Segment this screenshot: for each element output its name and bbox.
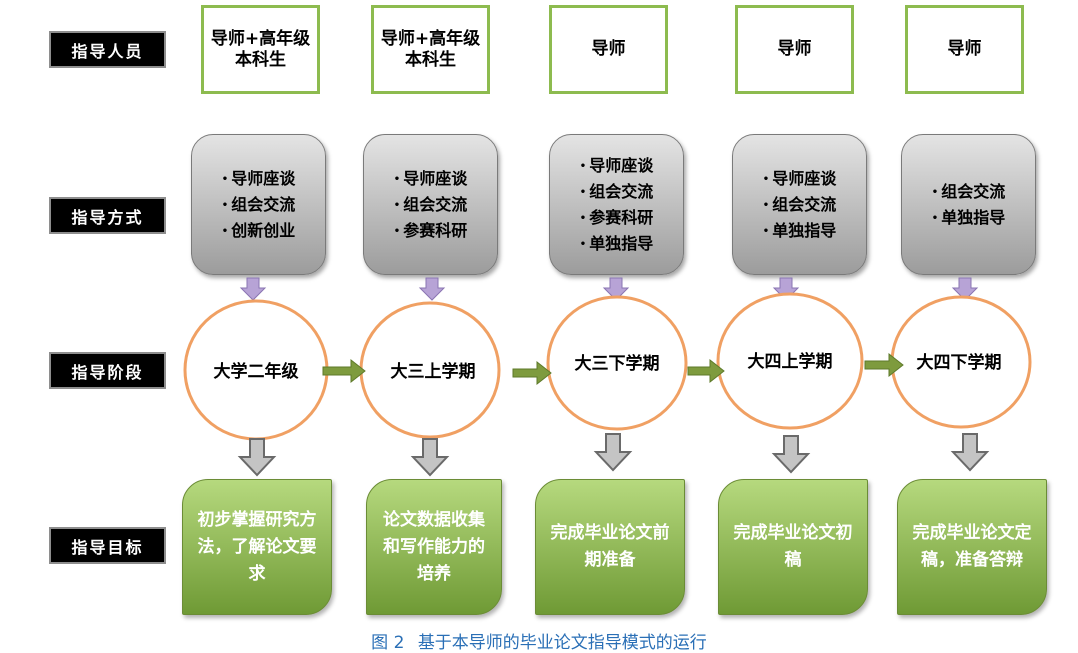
method-box: 组会交流 单独指导 xyxy=(901,134,1036,275)
method-item: 单独指导 xyxy=(580,231,653,257)
method-item: 单独指导 xyxy=(932,205,1005,231)
method-item: 参赛科研 xyxy=(394,218,467,244)
method-item: 参赛科研 xyxy=(580,205,653,231)
method-item: 组会交流 xyxy=(932,179,1005,205)
stage-label: 大三上学期 xyxy=(391,361,476,382)
method-item: 组会交流 xyxy=(222,192,295,218)
stage-label: 大四下学期 xyxy=(917,352,1002,373)
link-arrow xyxy=(864,352,904,378)
stage-label: 大学二年级 xyxy=(214,361,299,382)
row-label-stage: 指导阶段 xyxy=(49,352,166,389)
down-arrow-grey xyxy=(237,438,277,477)
stage-label: 大三下学期 xyxy=(575,353,660,374)
stage-ellipse xyxy=(716,292,864,430)
down-arrow-grey xyxy=(950,433,990,472)
method-item: 导师座谈 xyxy=(763,166,836,192)
row-label-method: 指导方式 xyxy=(49,197,166,234)
supervisor-box: 导师+高年级本科生 xyxy=(371,5,490,94)
down-arrow-grey xyxy=(593,433,633,472)
method-item: 单独指导 xyxy=(763,218,836,244)
supervisor-box: 导师 xyxy=(549,5,668,94)
goal-box: 完成毕业论文定稿，准备答辩 xyxy=(897,479,1047,615)
row-label-staff: 指导人员 xyxy=(49,31,166,68)
method-item: 组会交流 xyxy=(763,192,836,218)
stage-label: 大四上学期 xyxy=(748,351,833,372)
link-arrow xyxy=(687,358,725,384)
method-item: 导师座谈 xyxy=(580,153,653,179)
method-item: 组会交流 xyxy=(580,179,653,205)
down-arrow-purple xyxy=(951,277,979,301)
stage-ellipse xyxy=(546,295,688,431)
method-box: 导师座谈 组会交流 参赛科研 xyxy=(363,134,498,275)
method-item: 组会交流 xyxy=(394,192,467,218)
row-label-goal: 指导目标 xyxy=(49,527,166,564)
down-arrow-grey xyxy=(410,438,450,477)
goal-box: 完成毕业论文前期准备 xyxy=(535,479,685,615)
supervisor-box: 导师 xyxy=(735,5,854,94)
figure-caption: 图 2 基于本导师的毕业论文指导模式的运行 xyxy=(0,628,1078,653)
down-arrow-purple xyxy=(239,277,267,301)
link-arrow xyxy=(322,358,366,384)
method-box: 导师座谈 组会交流 单独指导 xyxy=(732,134,867,275)
down-arrow-purple xyxy=(602,277,630,301)
method-item: 导师座谈 xyxy=(222,166,295,192)
figure-number: 图 2 xyxy=(371,633,405,653)
goal-box: 论文数据收集和写作能力的培养 xyxy=(366,479,502,615)
down-arrow-grey xyxy=(771,435,811,474)
link-arrow xyxy=(512,360,552,386)
method-box: 导师座谈 组会交流 参赛科研 单独指导 xyxy=(549,134,684,275)
goal-box: 初步掌握研究方法，了解论文要求 xyxy=(182,479,332,615)
down-arrow-purple xyxy=(418,277,446,301)
method-item: 导师座谈 xyxy=(394,166,467,192)
figure-title: 基于本导师的毕业论文指导模式的运行 xyxy=(417,633,707,653)
method-box: 导师座谈 组会交流 创新创业 xyxy=(191,134,326,275)
supervisor-box: 导师 xyxy=(905,5,1024,94)
goal-box: 完成毕业论文初稿 xyxy=(718,479,868,615)
method-item: 创新创业 xyxy=(222,218,295,244)
supervisor-box: 导师+高年级本科生 xyxy=(201,5,320,94)
